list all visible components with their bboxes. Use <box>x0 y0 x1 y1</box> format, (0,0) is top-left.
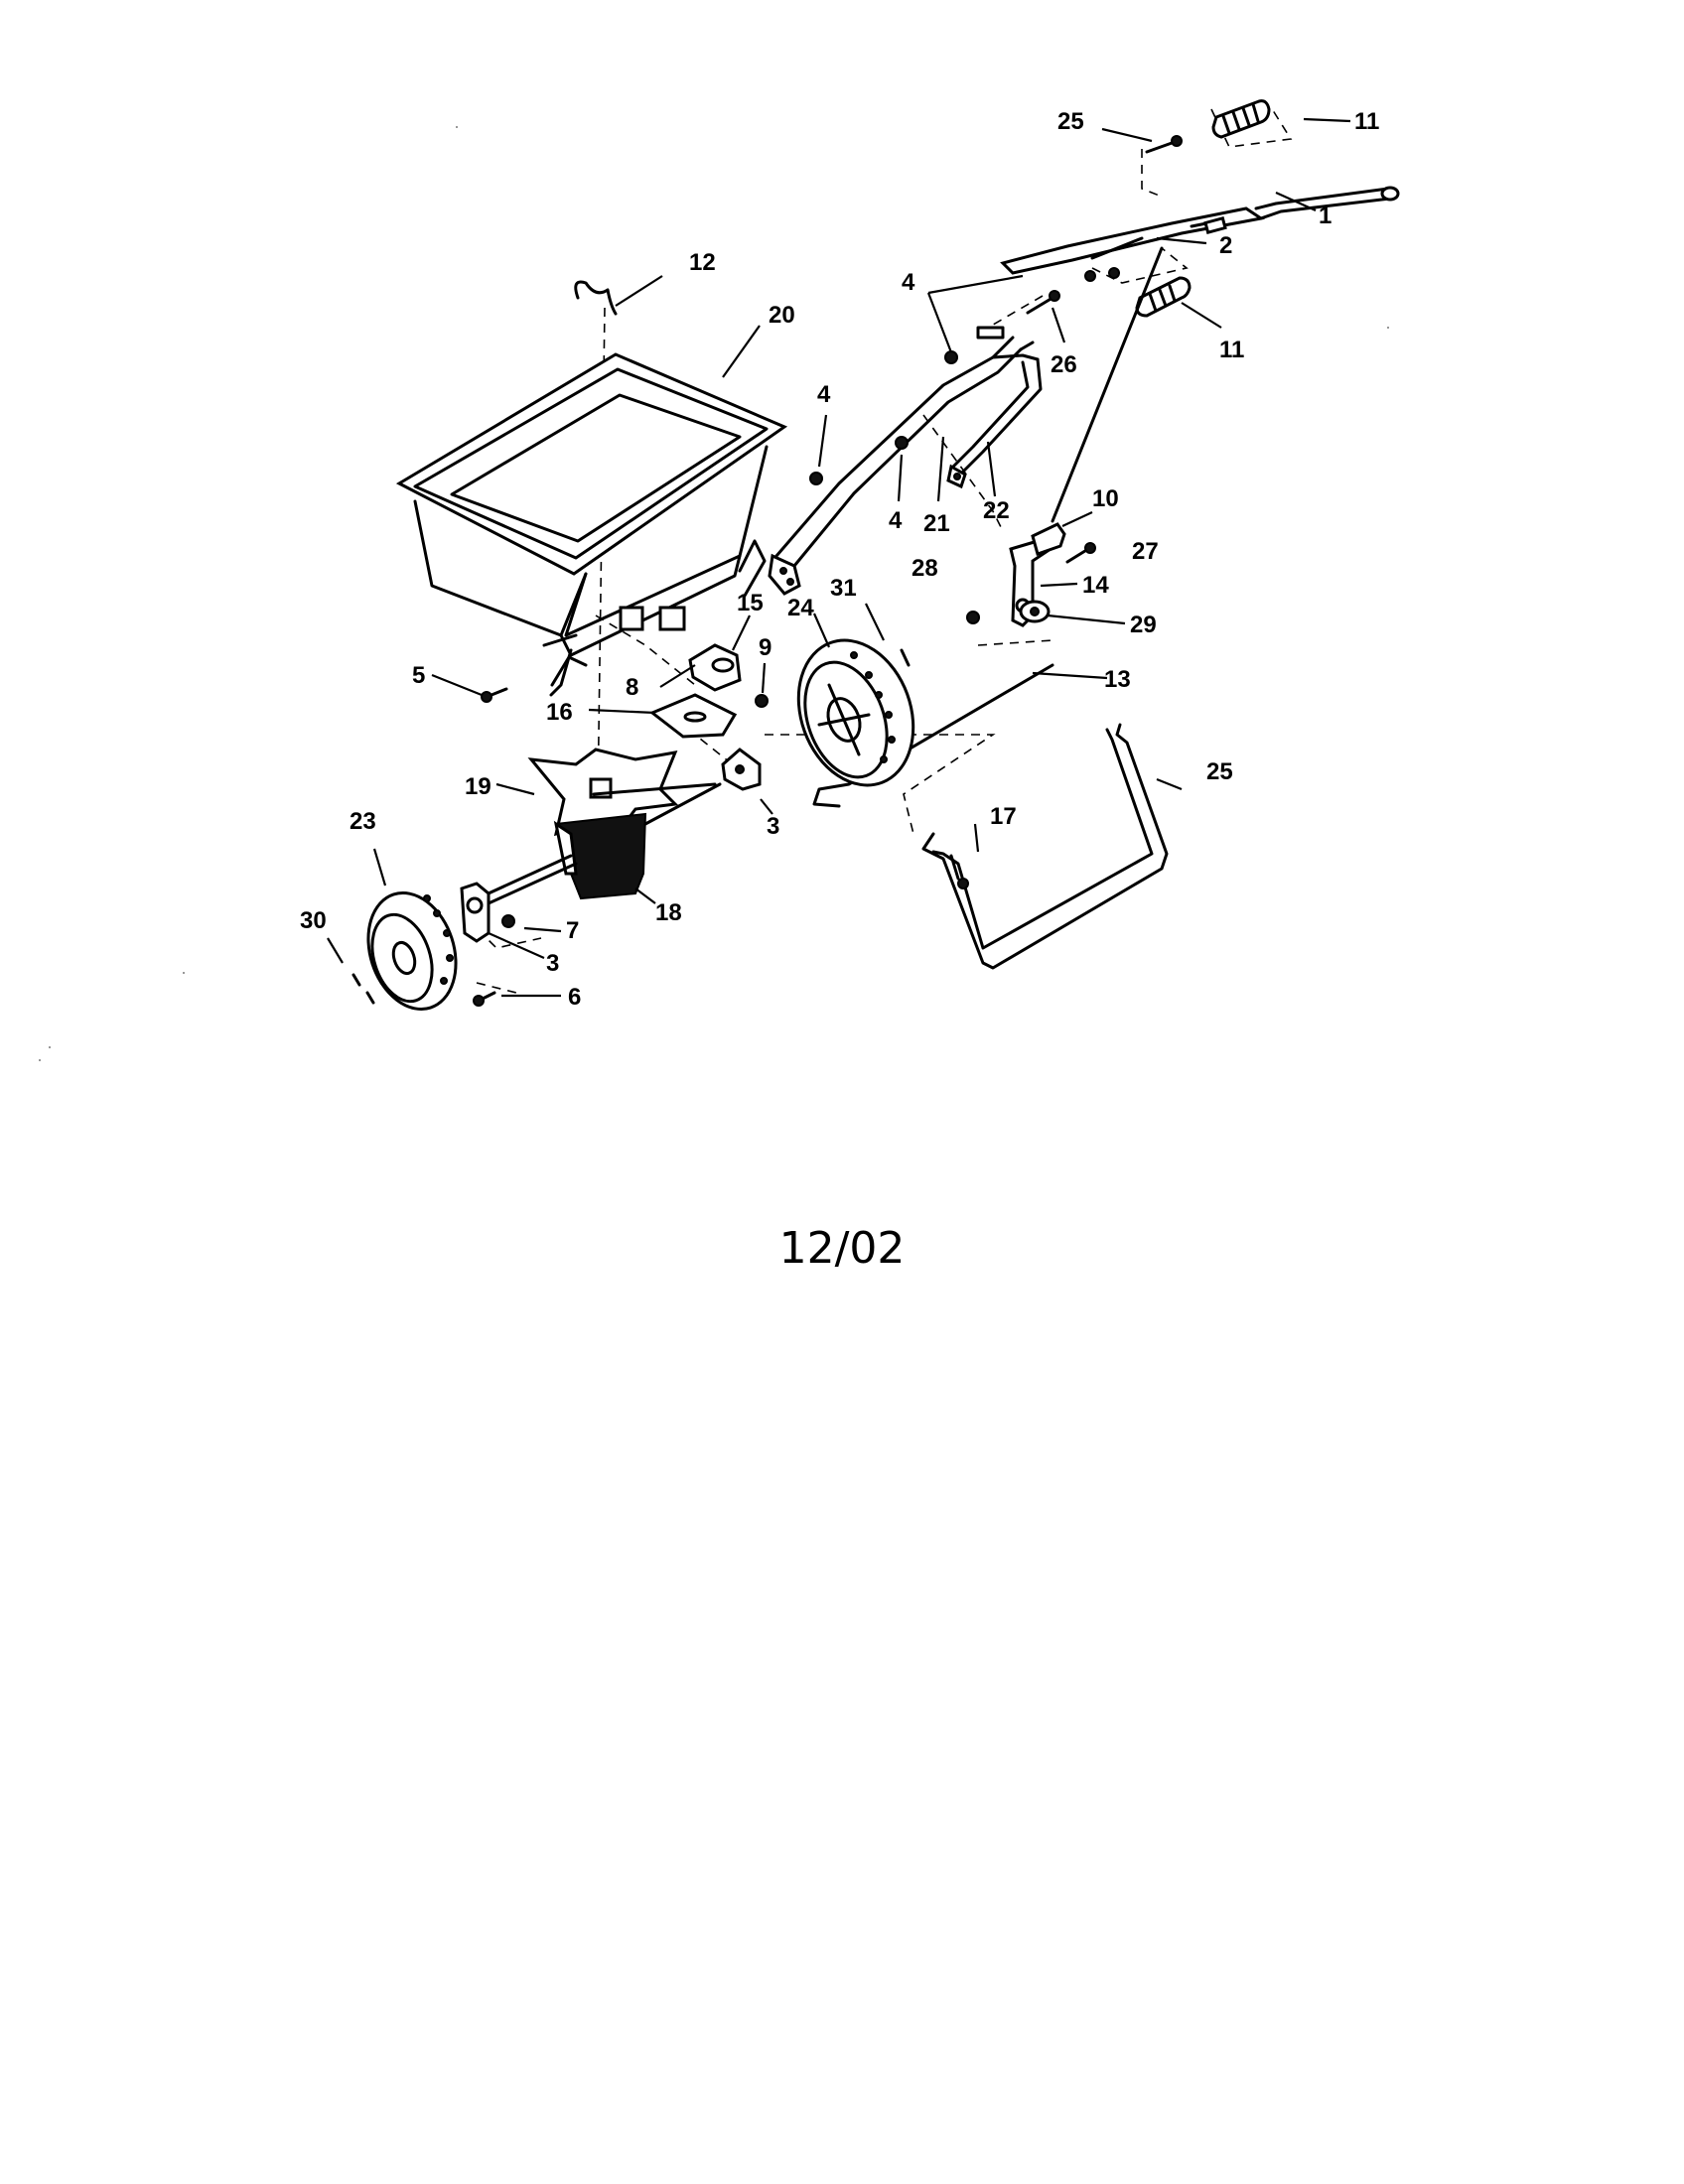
lower-handle <box>768 336 1043 596</box>
left-wheel <box>366 890 458 1012</box>
callout-18: 18 <box>655 899 682 926</box>
right-wheel <box>796 638 915 787</box>
nut-4a <box>944 350 958 364</box>
callout-13: 13 <box>1104 666 1131 693</box>
callout-3: 3 <box>546 950 559 977</box>
bolt-25-top <box>1145 135 1183 154</box>
callout-14: 14 <box>1082 572 1109 599</box>
callout-15: 15 <box>737 590 764 616</box>
spinner <box>527 748 717 837</box>
callout-11: 11 <box>1219 337 1244 363</box>
callout-31: 31 <box>830 575 857 602</box>
handle-brace <box>976 326 1005 340</box>
nut-4c <box>895 436 909 450</box>
callout-6: 6 <box>568 984 581 1011</box>
callout-22: 22 <box>983 497 1010 524</box>
bolt-26 <box>1026 290 1060 315</box>
callout-11: 11 <box>1354 108 1379 135</box>
callout-24: 24 <box>787 595 814 621</box>
bolt-17 <box>949 854 969 889</box>
nut-9 <box>755 694 769 708</box>
bolt-6 <box>473 991 496 1007</box>
date-code: 12/02 <box>778 1223 906 1274</box>
callout-1: 1 <box>1319 203 1332 229</box>
bolt-5 <box>481 687 508 703</box>
callout-16: 16 <box>546 699 573 726</box>
callout-12: 12 <box>689 249 716 276</box>
callout-29: 29 <box>1130 612 1157 638</box>
wheel-clip-30 <box>351 973 375 1005</box>
callout-4: 4 <box>902 269 915 296</box>
agitator-wire <box>574 280 618 316</box>
upper-handle <box>1000 186 1400 282</box>
bracket-3-lower <box>460 882 491 943</box>
hopper <box>395 352 788 697</box>
bracket-29 <box>1019 600 1051 623</box>
callout-27: 27 <box>1132 538 1159 565</box>
callout-19: 19 <box>465 773 491 800</box>
callout-5: 5 <box>412 662 425 689</box>
callout-25: 25 <box>1206 758 1233 785</box>
wheel-clip-31 <box>900 648 911 667</box>
callout-20: 20 <box>769 302 795 329</box>
callout-28: 28 <box>912 555 938 582</box>
control-rod-upper <box>1051 246 1164 523</box>
stand-frame <box>921 723 1169 970</box>
callout-4: 4 <box>889 507 903 534</box>
callout-10: 10 <box>1092 485 1119 512</box>
callout-30: 30 <box>300 907 327 934</box>
nut-7 <box>501 914 515 928</box>
control-rod <box>812 663 1054 808</box>
callout-labels: 1 2 3 3 4 4 4 5 6 7 8 9 10 11 11 12 13 1… <box>300 108 1379 1011</box>
callout-26: 26 <box>1051 351 1077 378</box>
handle-grip-bottom <box>1135 276 1192 318</box>
callout-9: 9 <box>759 634 772 661</box>
callout-25: 25 <box>1057 108 1084 135</box>
gearbox <box>465 782 722 915</box>
callout-7: 7 <box>566 917 579 944</box>
callout-23: 23 <box>350 808 376 835</box>
callout-4: 4 <box>817 381 831 408</box>
handle-grip-top <box>1211 99 1271 139</box>
callout-3: 3 <box>767 813 779 840</box>
callout-8: 8 <box>626 674 638 701</box>
bracket-3-upper <box>721 748 762 791</box>
bolt-27 <box>1065 542 1096 564</box>
callout-17: 17 <box>990 803 1017 830</box>
nut-28 <box>966 611 980 624</box>
leader-lines <box>327 117 1351 998</box>
nut-4b <box>809 472 823 485</box>
callout-2: 2 <box>1219 232 1232 259</box>
lever-knob <box>1031 522 1066 556</box>
gear-cover-8 <box>688 643 742 692</box>
callout-21: 21 <box>923 510 950 537</box>
plate-16 <box>649 693 738 739</box>
